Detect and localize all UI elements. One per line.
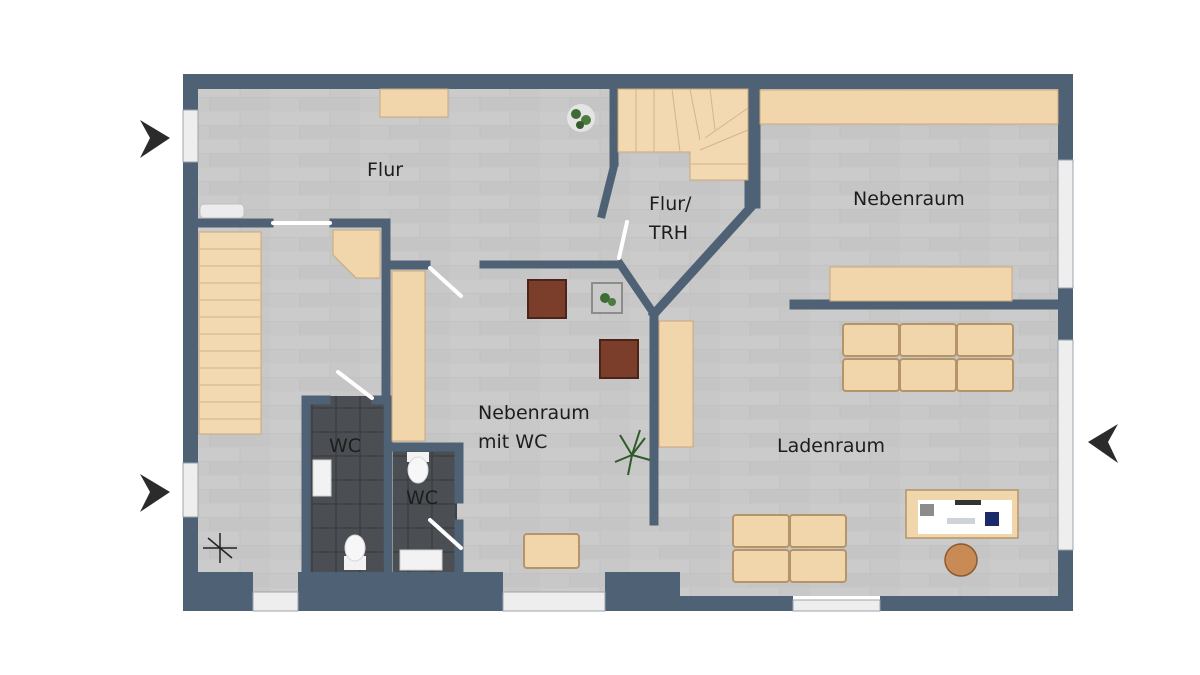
toilet-icon bbox=[407, 452, 429, 484]
seating-group-lower bbox=[732, 514, 847, 583]
office-desk bbox=[905, 489, 1019, 577]
table-brown-2 bbox=[599, 339, 639, 379]
room-label-nebenraum-wc-line2: mit WC bbox=[478, 431, 547, 453]
room-label-wc-2: WC bbox=[406, 487, 438, 509]
office-chair bbox=[944, 543, 978, 577]
table-brown-1 bbox=[527, 279, 567, 319]
room-label-flur: Flur bbox=[367, 159, 403, 181]
room-label-nebenraum: Nebenraum bbox=[853, 188, 965, 210]
radiator bbox=[199, 203, 245, 219]
plant-icon bbox=[567, 104, 595, 132]
counters bbox=[332, 88, 1059, 448]
plant-icon bbox=[600, 293, 616, 306]
palm-plant-icon bbox=[614, 429, 651, 476]
bench-bottom bbox=[523, 533, 580, 569]
sink-icon bbox=[312, 459, 332, 497]
doors bbox=[271, 220, 629, 550]
compass-icon bbox=[203, 533, 237, 563]
room-label-wc-1: WC bbox=[329, 435, 361, 457]
room-label-ladenraum: Ladenraum bbox=[777, 435, 885, 457]
diagonal-walls bbox=[597, 161, 759, 321]
toilet-icon bbox=[344, 534, 366, 570]
entrance-arrow-icon bbox=[1088, 424, 1118, 463]
stairs-top bbox=[617, 88, 749, 181]
windows bbox=[182, 109, 1074, 612]
stairs-left bbox=[198, 231, 262, 435]
sink-icon bbox=[399, 549, 443, 571]
room-label-nebenraum-wc-line1: Nebenraum bbox=[478, 402, 590, 424]
entrance-arrow-icon bbox=[140, 474, 170, 512]
seating-group-upper bbox=[842, 323, 1014, 392]
room-label-flur-trh-line1: Flur/ bbox=[649, 193, 692, 215]
entrance-arrow-icon bbox=[140, 120, 170, 158]
room-label-flur-trh-line2: TRH bbox=[648, 222, 688, 244]
